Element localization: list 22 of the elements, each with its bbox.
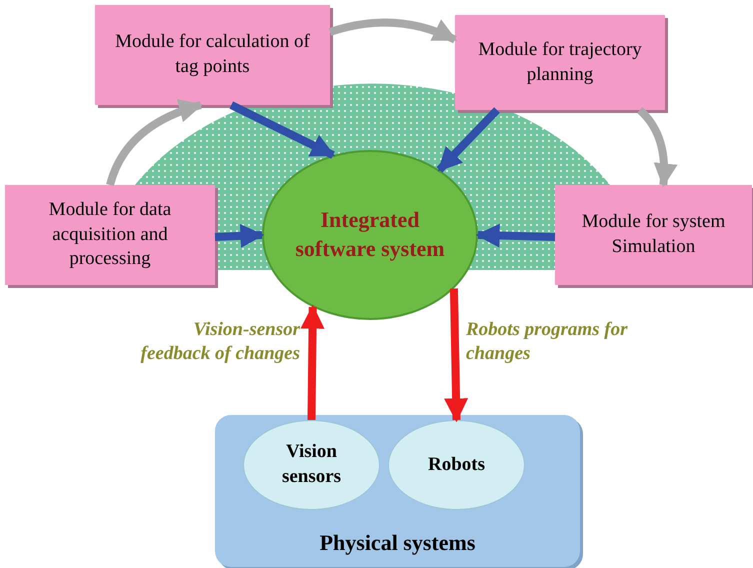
module-box — [5, 185, 215, 285]
arrow — [637, 107, 677, 188]
system-panel — [215, 415, 580, 567]
module-box — [95, 5, 330, 105]
arrow — [214, 224, 264, 248]
module-box — [455, 15, 665, 110]
node-text: Integrated software system — [294, 206, 446, 263]
edge-label: Robots programs for changes — [466, 318, 629, 366]
node-text: Module for data acquisition and processing — [48, 198, 172, 272]
node-text: Module for system Simulation — [580, 210, 726, 259]
node-text: Robots — [428, 452, 485, 477]
arrow — [328, 18, 458, 44]
arrow — [476, 224, 556, 248]
node-text: Module for trajectory planning — [477, 38, 643, 86]
node-text: Physical systems — [320, 529, 476, 557]
arrow — [300, 304, 325, 420]
arrow — [444, 288, 468, 422]
node-text: Module for calculation of tag points — [114, 30, 311, 79]
arrow — [106, 100, 204, 186]
module-box — [555, 185, 752, 285]
node-text: Vision sensors — [280, 440, 342, 489]
edge-label: Vision-sensor feedback of changes — [140, 318, 300, 366]
